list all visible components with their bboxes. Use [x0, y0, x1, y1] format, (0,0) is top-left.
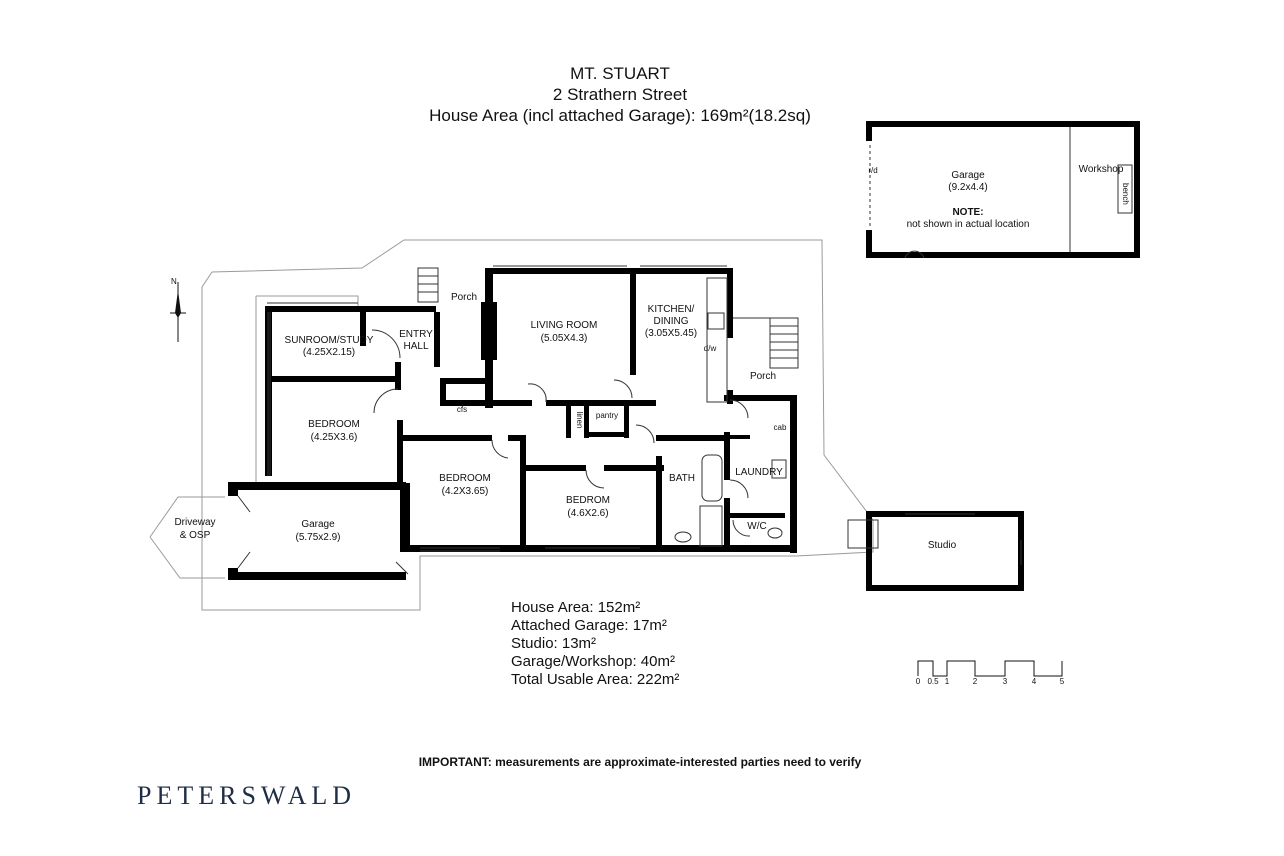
- scale-tick-label: 1: [945, 677, 950, 686]
- garage-workshop-area: Garage/Workshop: 40m²: [511, 653, 675, 670]
- kitchen-dimensions: (3.05X5.45): [645, 328, 697, 339]
- bath-label: BATH: [669, 473, 695, 484]
- note-title: NOTE:: [952, 207, 983, 218]
- scale-tick-label: 5: [1060, 677, 1065, 686]
- house-area: House Area: 152m²: [511, 599, 641, 616]
- site-outline: [149, 239, 874, 611]
- brand-logo: PETERSWALD: [137, 781, 356, 810]
- area-summary: House Area: 152m² Attached Garage: 17m² …: [511, 599, 679, 689]
- dining-label: DINING: [654, 316, 689, 327]
- property-suburb: MT. STUART: [570, 64, 670, 83]
- driveway-label: Driveway: [174, 517, 215, 528]
- attached-garage-label: Garage: [301, 519, 335, 530]
- attached-garage-area: Attached Garage: 17m²: [511, 617, 667, 634]
- back-porch-label: Porch: [750, 371, 776, 382]
- detached-garage-dimensions: (9.2x4.4): [948, 182, 987, 193]
- scale-tick-label: 3: [1003, 677, 1008, 686]
- scale-tick-label: 4: [1032, 677, 1037, 686]
- studio-label: Studio: [928, 540, 957, 551]
- scale-tick-label: 0.5: [927, 677, 939, 686]
- house-area-heading: House Area (incl attached Garage): 169m²…: [429, 106, 811, 125]
- kitchen-label: KITCHEN/: [648, 304, 695, 315]
- osp-label: & OSP: [180, 530, 211, 541]
- scale-bar: 0 0.5 1 2 3 4 5: [916, 660, 1065, 686]
- roller-door-label: r/d: [868, 166, 877, 175]
- hall-label: HALL: [403, 341, 428, 352]
- dishwasher-label: d/w: [704, 344, 717, 353]
- bedroom2-label: BEDROOM: [439, 473, 491, 484]
- scale-tick-label: 2: [973, 677, 978, 686]
- workshop-label: Workshop: [1079, 164, 1124, 175]
- thin-features: [237, 127, 1133, 575]
- cfs-label: cfs: [457, 405, 467, 414]
- note-text: not shown in actual location: [907, 219, 1030, 230]
- studio-area: Studio: 13m²: [511, 635, 597, 652]
- walls: [228, 121, 1140, 591]
- room-labels: SUNROOM/STUDY (4.25X2.15) ENTRY HALL Por…: [174, 164, 1130, 551]
- wc-label: W/C: [747, 521, 766, 532]
- north-arrow-icon: N: [170, 277, 186, 342]
- total-usable-area: Total Usable Area: 222m²: [511, 671, 680, 688]
- bedroom2-dimensions: (4.2X3.65): [442, 486, 489, 497]
- entry-label: ENTRY: [399, 329, 433, 340]
- bedroom1-label: BEDROOM: [308, 419, 360, 430]
- bedroom1-dimensions: (4.25X3.6): [311, 432, 358, 443]
- detached-garage-label: Garage: [951, 170, 985, 181]
- scale-tick-label: 0: [916, 677, 921, 686]
- living-room-label: LIVING ROOM: [531, 320, 598, 331]
- sunroom-label: SUNROOM/STUDY: [285, 335, 374, 346]
- cabinet-label: cab: [774, 423, 787, 432]
- bench-label: bench: [1121, 183, 1130, 205]
- bedroom3-label: BEDROM: [566, 495, 610, 506]
- linen-label: linen: [575, 412, 584, 429]
- laundry-label: LAUNDRY: [735, 467, 783, 478]
- north-label: N: [171, 277, 177, 286]
- property-address: 2 Strathern Street: [552, 85, 688, 104]
- sunroom-dimensions: (4.25X2.15): [303, 347, 355, 358]
- pantry-label: pantry: [596, 411, 618, 420]
- living-room-dimensions: (5.05X4.3): [541, 333, 588, 344]
- disclaimer: IMPORTANT: measurements are approximate-…: [418, 755, 862, 769]
- bedroom3-dimensions: (4.6X2.6): [567, 508, 608, 519]
- attached-garage-dimensions: (5.75x2.9): [295, 532, 340, 543]
- front-porch-label: Porch: [451, 292, 477, 303]
